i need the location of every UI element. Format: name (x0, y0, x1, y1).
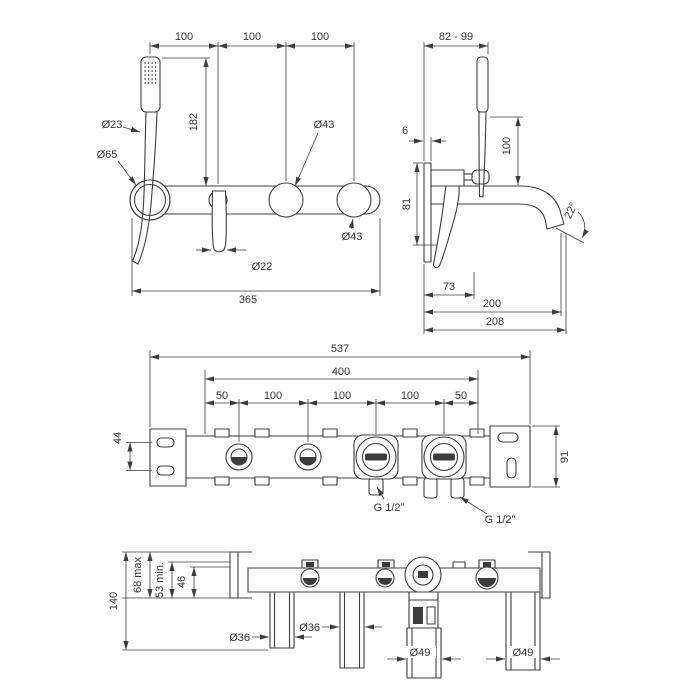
dim-label: Ø49 (410, 647, 431, 659)
lever-handle-front (211, 190, 227, 253)
dim-label: 46 (176, 576, 188, 588)
wall-plate (423, 162, 432, 263)
dim-label: 100 (501, 137, 513, 155)
outlet-stub (423, 477, 438, 499)
outlet-stub (368, 477, 384, 496)
dim-label: 182 (188, 113, 200, 131)
hand-shower-head-side (476, 56, 489, 113)
hand-shower-handle (131, 111, 158, 265)
dim-label: 44 (112, 432, 124, 444)
pipe-2 (339, 591, 365, 669)
dim-label: 50 (455, 390, 467, 402)
dim-label: 365 (239, 294, 257, 306)
spout (430, 185, 565, 230)
dim-label: 537 (331, 343, 349, 355)
dim-label: 208 (486, 316, 504, 328)
dim-label: Ø22 (252, 261, 273, 273)
dim-label: Ø36 (229, 632, 250, 644)
dim-label: 50 (216, 390, 228, 402)
thread-label: G 1/2" (374, 502, 405, 514)
dim-label: 400 (332, 366, 350, 378)
dim-label: 200 (483, 298, 501, 310)
outlet-stub (450, 477, 465, 499)
dim-label: 22° (562, 201, 580, 221)
section-view: 140 68 max 53 min. 46 Ø36 Ø36 Ø49 Ø49 (108, 551, 560, 679)
dim-label: 81 (401, 198, 413, 210)
dim-label: 100 (264, 390, 282, 402)
dim-label: Ø43 (314, 119, 335, 131)
dim-label: 73 (443, 281, 455, 293)
diverter-trim-circle (336, 182, 372, 218)
thread-label: G 1/2" (485, 514, 516, 526)
dim-label: 140 (108, 592, 120, 610)
valve-1 (225, 443, 253, 471)
dim-label: 82 - 99 (439, 31, 473, 43)
dim-label: Ø65 (97, 149, 118, 161)
dim-label: Ø23 (102, 119, 123, 131)
dim-label: Ø49 (513, 647, 534, 659)
dim-label: Ø43 (342, 231, 363, 243)
shower-holder-side (471, 169, 490, 185)
dim-label: 91 (559, 451, 571, 463)
valve-2 (294, 443, 322, 471)
valve-3 (353, 434, 399, 480)
rough-in-view: 537 400 50 100 100 100 50 44 91 G 1/2" (112, 343, 571, 526)
valve-4 (421, 434, 467, 480)
lever-handle-side (433, 185, 460, 269)
side-view: 82 - 99 6 100 81 22° 73 200 208 (401, 31, 589, 334)
dim-label: 100 (175, 31, 193, 43)
dim-label: 100 (311, 31, 329, 43)
dim-label: 100 (243, 31, 261, 43)
dim-label: 100 (333, 390, 351, 402)
dim-label: 6 (402, 125, 408, 137)
dim-label: Ø36 (299, 622, 320, 634)
dim-label: 53 min. (154, 562, 166, 598)
hand-shower-handle-side (478, 111, 487, 198)
dim-label: 100 (401, 390, 419, 402)
front-view: 100 100 100 182 Ø23 Ø65 Ø43 Ø43 Ø22 365 (97, 31, 381, 306)
mixer-housing (430, 169, 465, 187)
handle-trim-circle (268, 182, 304, 218)
pipe-1 (269, 591, 295, 649)
hand-shower-head (140, 56, 161, 113)
dim-label: 68 max (132, 556, 144, 593)
